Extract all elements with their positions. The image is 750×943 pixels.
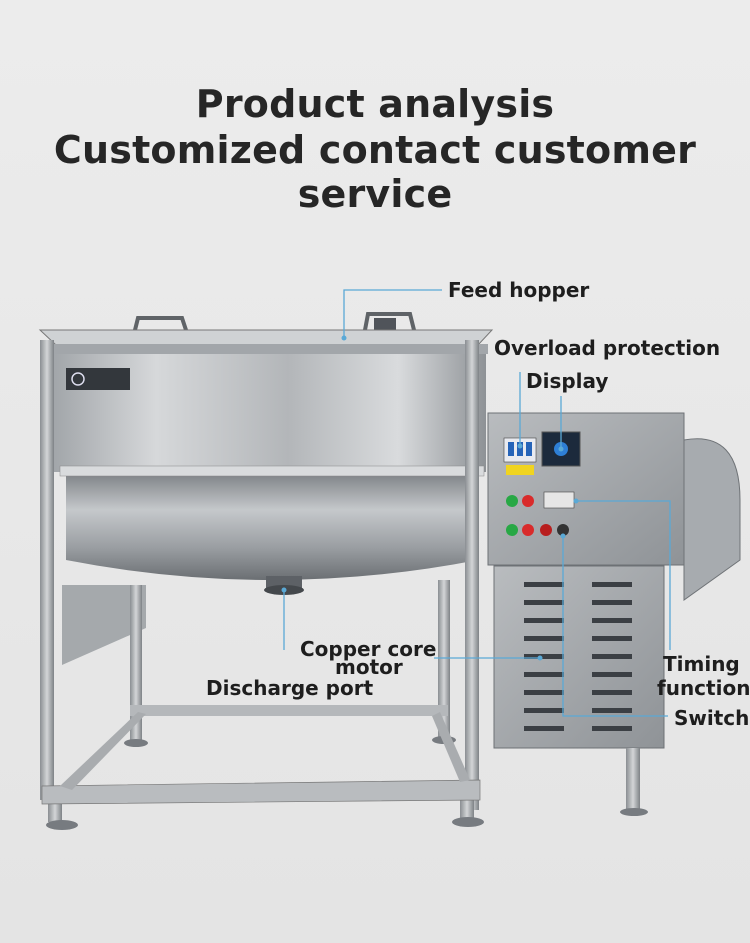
stop-button <box>522 495 534 507</box>
callout-leader-lines <box>283 289 671 717</box>
timer-module <box>543 491 575 509</box>
motor-housing <box>493 565 665 816</box>
hopper-handles <box>133 312 416 331</box>
start-button <box>506 495 518 507</box>
callout-dots <box>281 335 579 661</box>
heading-line-1: Product analysis <box>195 82 555 126</box>
leader-timing <box>576 500 671 650</box>
mixing-drum <box>66 472 478 580</box>
label-discharge-port: Discharge port <box>206 676 374 700</box>
label-copper-core-line2: motor <box>335 655 403 679</box>
leader-feed-hopper <box>343 289 442 338</box>
left-support-panel <box>62 585 146 665</box>
hopper-lid <box>38 329 494 354</box>
label-display: Display <box>526 369 609 393</box>
motor-guard <box>683 438 741 601</box>
logo-mark-icon <box>71 372 85 386</box>
label-feed-hopper: Feed hopper <box>448 278 590 302</box>
label-timing-line2: function <box>657 676 750 700</box>
frame-legs <box>40 340 484 830</box>
heading-line-2: Customized contact customer service <box>53 128 697 216</box>
label-timing-line1: Timing <box>663 652 740 676</box>
label-switch: Switch <box>674 706 750 730</box>
label-copper-core-line1: Copper core <box>300 637 437 661</box>
label-overload-protection: Overload protection <box>494 336 721 360</box>
control-cabinet <box>487 412 685 566</box>
brand-plate <box>66 368 130 390</box>
selector-switch <box>557 524 569 536</box>
discharge-port-valve <box>264 576 304 595</box>
leader-switch <box>562 536 668 717</box>
warning-sticker <box>506 465 534 475</box>
bottom-frame <box>41 705 481 805</box>
